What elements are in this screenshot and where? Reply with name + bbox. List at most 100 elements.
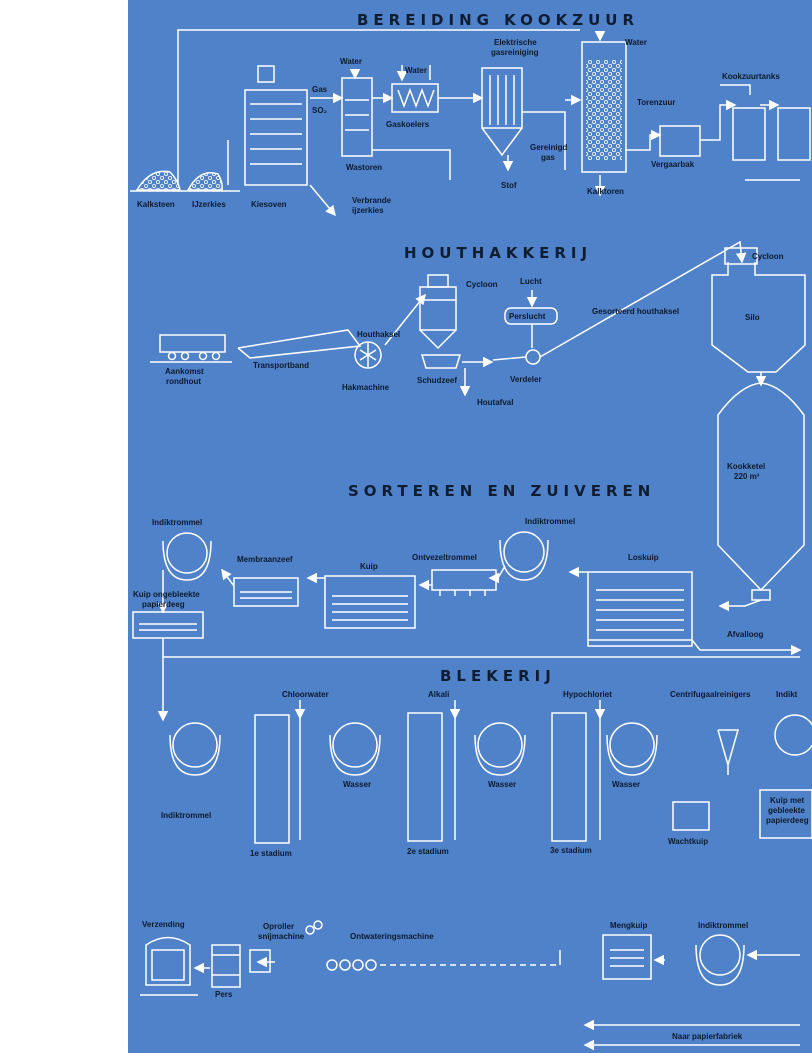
label-chloorwater: Chloorwater [282,690,329,699]
schudzeef [420,354,494,397]
label-kuip-ongebleekt-2: papierdeeg [142,600,185,609]
label-ontvezeltrommel: Ontvezeltrommel [412,553,477,562]
label-wasser-3: Wasser [612,780,641,789]
wagon [150,334,232,363]
label-elektrische-2: gasreiniging [491,48,539,57]
label-afvalloog: Afvalloog [727,630,764,639]
label-stof: Stof [501,181,517,190]
gaskoeler [391,83,439,113]
label-kuip-ongebleekt-1: Kuip ongebleekte [133,590,200,599]
label-mengkuip: Mengkuip [610,921,648,930]
label-cycloon-1: Cycloon [466,280,498,289]
label-kuip: Kuip [360,562,378,571]
vergaarbak [659,125,701,157]
label-stadium-2: 2e stadium [407,847,449,856]
flow-to-blekerij [162,638,800,658]
label-wasser-1: Wasser [343,780,372,789]
label-hypochloriet: Hypochloriet [563,690,612,699]
verdeler [525,349,541,365]
label-lucht: Lucht [520,277,542,286]
label-indiktrommel-4: Indiktrommel [161,811,212,820]
label-kiesoven: Kiesoven [251,200,287,209]
kuip-gebleekt [759,789,812,839]
label-houtafval: Houtafval [477,398,514,407]
perslucht-vessel [504,290,558,348]
elektrische-gasreiniging [481,67,523,157]
label-verzending: Verzending [142,920,185,929]
label-kookketel-1: Kookketel [727,462,766,471]
label-membraanzeef: Membraanzeef [237,555,293,564]
label-perslucht: Perslucht [509,312,546,321]
hakmachine [354,341,382,369]
cycloon-houthaksel [384,274,457,350]
section-title-kookzuur: BEREIDING KOOKZUUR [357,11,640,29]
label-water-2: Water [405,66,427,75]
label-cycloon-2: Cycloon [752,252,784,261]
section-title-sorteren: SORTEREN EN ZUIVEREN [348,482,656,500]
kookzuurtank-2 [777,107,811,161]
label-indiktrommel-3: Indikt [776,690,798,699]
afvalloog-flow [691,639,802,656]
kookzuurtank-1 [732,107,766,161]
indiktrommel-sort-right [488,531,588,584]
kalktoren [581,41,627,173]
verzending-wagon [140,936,198,996]
blekerij-stage-1 [169,700,301,844]
kuip-ongebleekt [132,611,204,639]
label-verbrande-2: ijzerkies [352,206,384,215]
label-aankomst-1: Aankomst [165,367,204,376]
oproller [249,949,275,973]
kookzuur-flow-lines [177,29,800,217]
centrifugaalreiniger [717,729,739,775]
label-schudzeef: Schudzeef [417,376,458,385]
label-gas: Gas [312,85,328,94]
kuip-sort [306,572,416,629]
kalksteen-pile [130,170,240,192]
flow-to-verdeler [492,356,527,361]
pers [193,944,241,988]
indiktrommel-bottom [695,934,800,986]
label-vergaarbak: Vergaarbak [651,160,695,169]
wastoren [341,77,373,157]
label-hakmachine: Hakmachine [342,383,390,392]
label-loskuip: Loskuip [628,553,659,562]
label-naar-papierfabriek: Naar papierfabriek [672,1032,743,1041]
label-wasser-2: Wasser [488,780,517,789]
label-wachtkuip: Wachtkuip [668,837,709,846]
blekerij-wasser-4 [606,722,658,776]
label-oproller-1: Oproller [263,922,295,931]
label-silo: Silo [745,313,760,322]
diagram-panel [128,0,812,1053]
label-kalksteen: Kalksteen [137,200,175,209]
ontwateringsmachine [305,920,561,971]
label-oproller-2: snijmachine [258,932,305,941]
label-gereinigd-1: Gereinigd [530,143,568,152]
blekerij-stage-2 [329,700,456,842]
label-water-1: Water [340,57,362,66]
indiktrommel-sort-left [157,532,212,614]
transportband [237,329,362,359]
label-ontwateringsmachine: Ontwateringsmachine [350,932,434,941]
label-kookzuurtanks: Kookzuurtanks [722,72,780,81]
label-stadium-1: 1e stadium [250,849,292,858]
label-gereinigd-2: gas [541,153,555,162]
label-aankomst-2: rondhout [166,377,202,386]
label-houthaksel: Houthaksel [357,330,401,339]
mengkuip [602,934,665,980]
blekerij-stage-3 [474,700,601,842]
label-gesorteerd: Gesorteerd houthaksel [592,307,680,316]
label-indiktrommel-2: Indiktrommel [525,517,576,526]
label-wastoren: Wastoren [346,163,383,172]
label-transportband: Transportband [253,361,310,370]
label-elektrische-1: Elektrische [494,38,537,47]
label-so2: SO₂ [312,106,328,115]
section-title-blekerij: BLEKERIJ [440,667,556,685]
indiktrommel-blek-right [774,714,812,756]
label-kuip-gebleekt-2: gebleekte [768,806,805,815]
label-water-3: Water [625,38,647,47]
section-title-houthakkerij: HOUTHAKKERIJ [404,244,593,262]
label-kookketel-2: 220 m³ [734,472,760,481]
kiesoven [244,65,308,186]
label-kalktoren: Kalktoren [587,187,624,196]
